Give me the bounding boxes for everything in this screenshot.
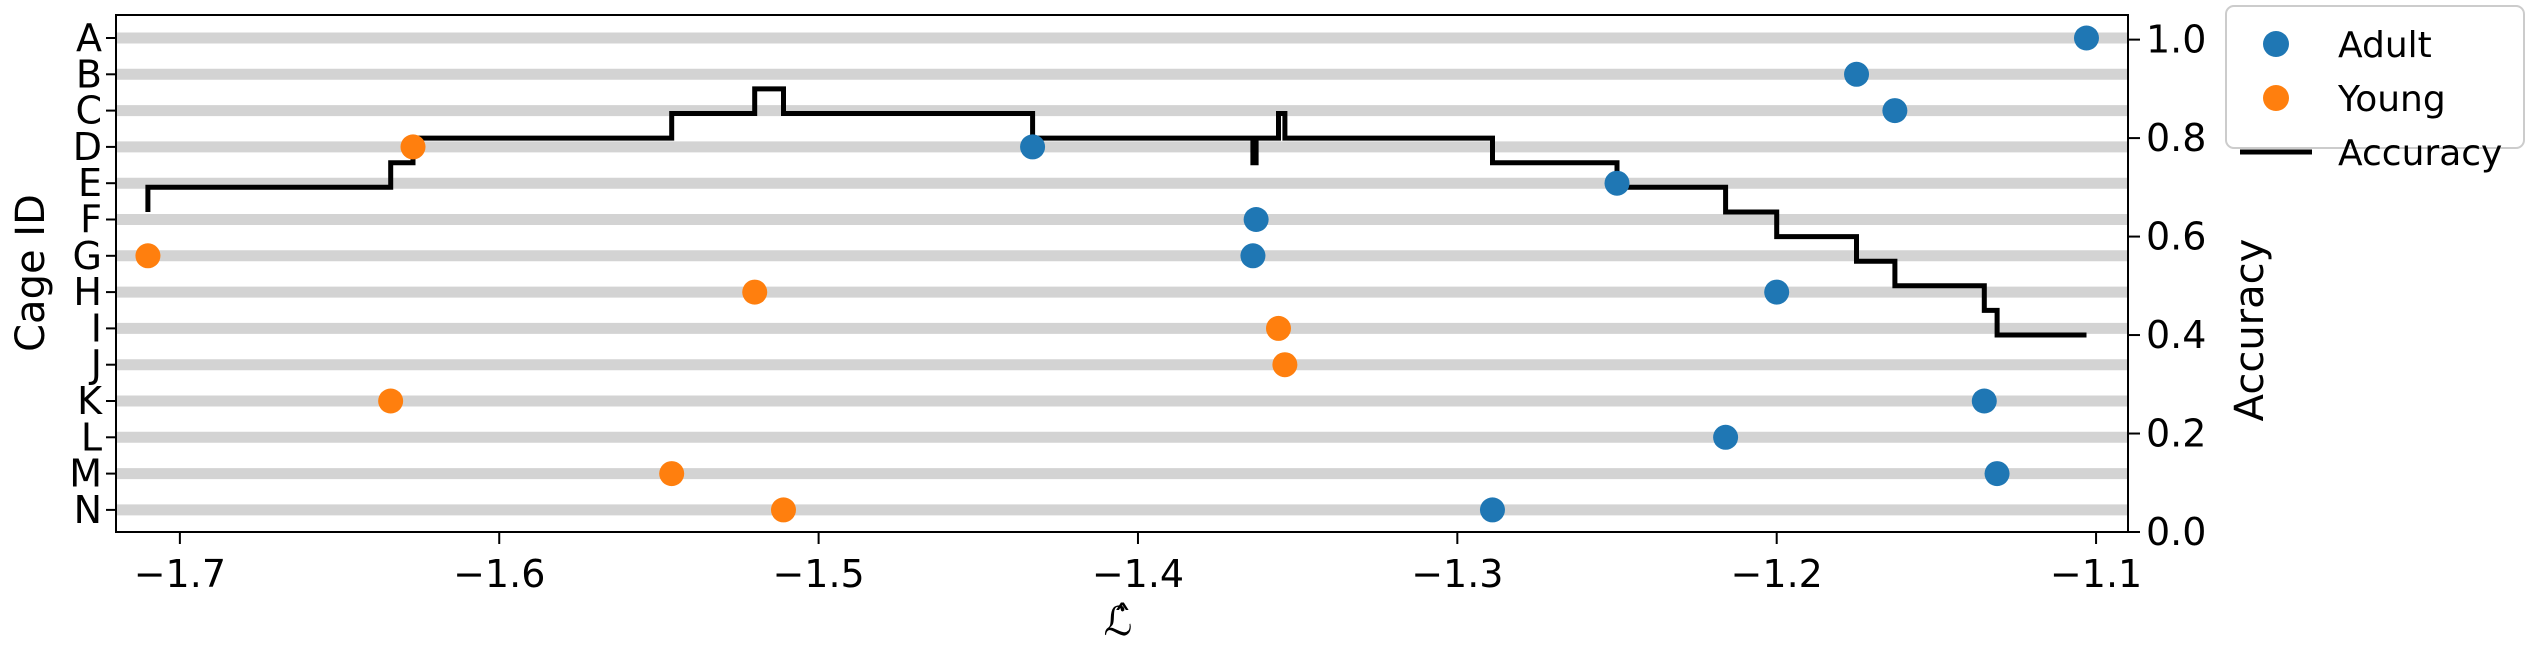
legend-label-young: Young [2337, 79, 2446, 120]
adult-point-G [1240, 243, 1266, 269]
adult-point-C [1882, 98, 1908, 124]
y-tick-label-left: H [73, 270, 102, 314]
y-tick-label-right: 0.4 [2146, 313, 2206, 357]
y-tick-label-left: N [74, 488, 102, 532]
adult-point-N [1479, 497, 1505, 523]
adult-point-D [1020, 134, 1046, 160]
x-tick-label: −1.2 [1731, 552, 1823, 596]
young-point-M [659, 461, 685, 487]
young-point-I [1265, 315, 1291, 341]
scatter-points [135, 25, 2099, 523]
y-tick-label-left: E [78, 161, 102, 205]
y-tick-label-right: 0.2 [2146, 412, 2206, 456]
y-tick-label-left: K [77, 379, 103, 423]
row-bands [116, 32, 2128, 516]
adult-point-E [1604, 170, 1630, 196]
adult-point-B [1844, 61, 1870, 87]
y-tick-label-right: 0.0 [2146, 510, 2206, 554]
y-tick-label-left: C [75, 89, 102, 133]
young-point-D [400, 134, 426, 160]
legend-label-adult: Adult [2338, 25, 2432, 66]
x-axis: −1.7 −1.6 −1.5 −1.4 −1.3 −1.2 −1.1 [134, 532, 2142, 596]
y-tick-label-left: D [73, 125, 102, 169]
x-tick-label: −1.1 [2050, 552, 2142, 596]
y-tick-label-left: G [73, 234, 102, 278]
legend-label-accuracy: Accuracy [2338, 133, 2502, 174]
x-axis-label: ℒ̂ [1104, 599, 1133, 645]
adult-point-A [2073, 25, 2099, 51]
x-tick-label: −1.5 [772, 552, 864, 596]
y-tick-label-left: J [89, 343, 102, 387]
accuracy-line [145, 86, 2087, 338]
accuracy-line-group [145, 86, 2087, 338]
y-tick-label-left: F [80, 198, 102, 242]
y-tick-label-right: 0.6 [2146, 215, 2206, 259]
y-tick-label-right: 1.0 [2146, 18, 2206, 62]
y-tick-label-left: L [81, 415, 102, 459]
x-tick-label: −1.6 [453, 552, 545, 596]
adult-point-H [1764, 279, 1790, 305]
adult-point-L [1713, 424, 1739, 450]
adult-point-K [1971, 388, 1997, 414]
adult-point-M [1984, 461, 2010, 487]
young-point-K [378, 388, 404, 414]
y-tick-label-left: I [91, 306, 102, 350]
x-tick-label: −1.3 [1411, 552, 1503, 596]
y-tick-label-left: B [76, 52, 102, 96]
young-point-G [135, 243, 161, 269]
young-point-N [770, 497, 796, 523]
legend-adult-swatch [2263, 31, 2289, 57]
y-axis-label-left: Cage ID [8, 194, 54, 352]
y-tick-label-left: A [76, 16, 102, 60]
y-axis-right: 0.0 0.2 0.4 0.6 0.8 1.0 [2128, 18, 2206, 554]
y-axis-label-right: Accuracy [2227, 239, 2273, 422]
y-tick-label-left: M [69, 452, 102, 496]
adult-point-F [1243, 207, 1269, 232]
young-point-J [1272, 352, 1298, 378]
young-point-H [742, 279, 768, 305]
y-tick-label-right: 0.8 [2146, 116, 2206, 160]
legend-box [2225, 5, 2525, 149]
x-tick-label: −1.4 [1092, 552, 1184, 596]
legend-young-swatch [2263, 85, 2289, 111]
x-tick-label: −1.7 [134, 552, 226, 596]
plot-frame [115, 14, 2129, 533]
